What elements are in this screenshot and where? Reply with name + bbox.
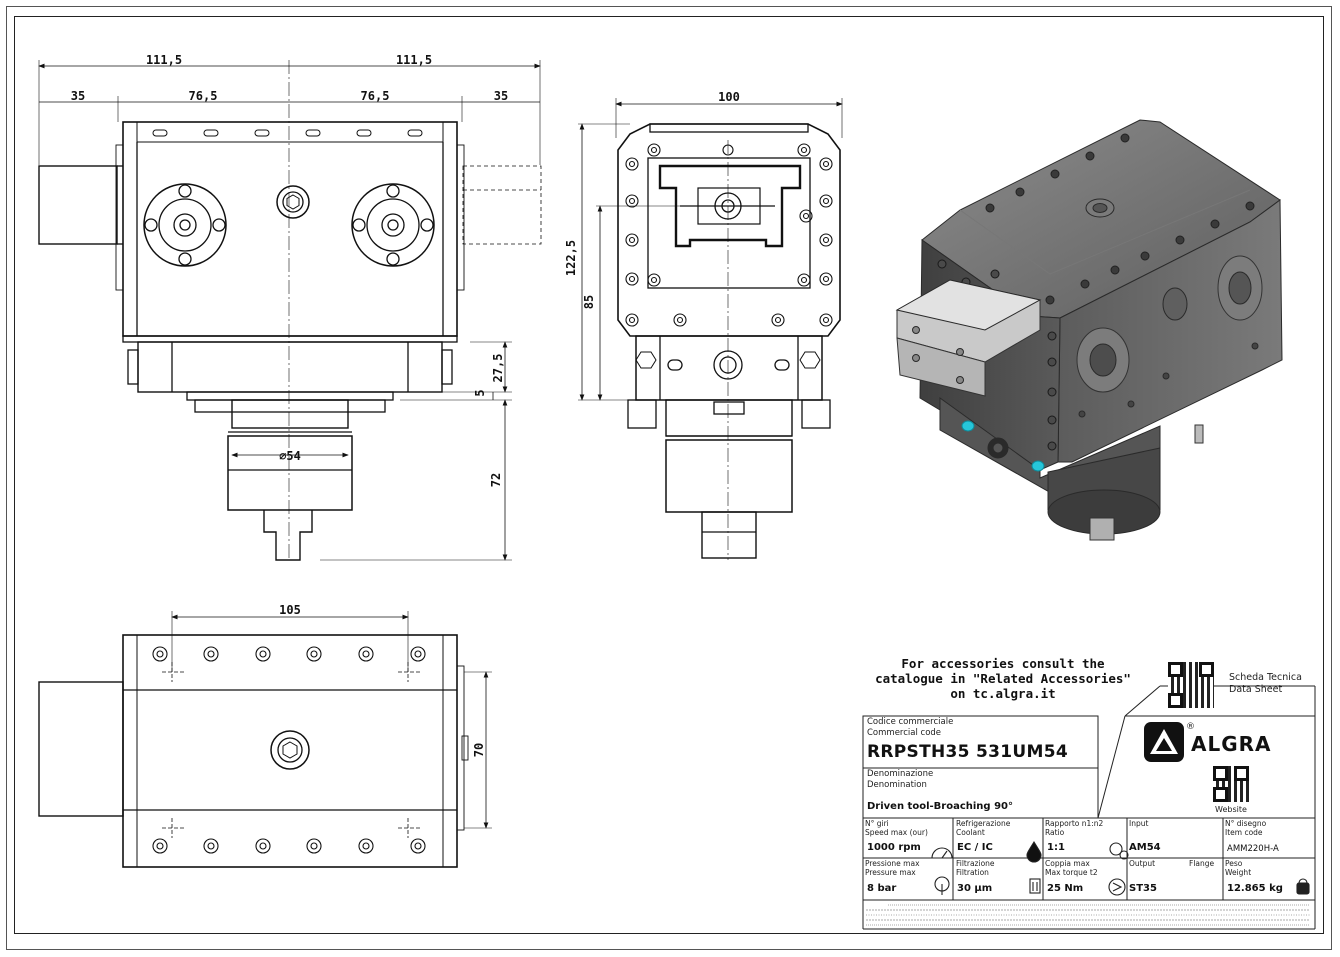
- speedometer-icon: [931, 847, 953, 859]
- note-line-1: For accessories consult the: [901, 656, 1105, 671]
- item-code-value: AMM220H-A: [1227, 844, 1279, 854]
- flange-label: Flange: [1189, 859, 1215, 868]
- filtration-label-it: Filtrazione: [956, 859, 995, 868]
- dim-111-left: 111,5: [146, 53, 182, 67]
- website-label: Website: [1215, 805, 1247, 814]
- side-view: [578, 98, 843, 560]
- ratio-label-en: Ratio: [1045, 828, 1065, 837]
- website-qr-icon[interactable]: [1213, 766, 1249, 802]
- dim-70: 70: [472, 743, 486, 757]
- speed-label-it: N° giri: [865, 819, 889, 828]
- torque-label-it: Coppia max: [1045, 859, 1090, 868]
- weight-icon: [1296, 882, 1310, 895]
- code-label-en: Commercial code: [867, 728, 942, 738]
- dim-diameter-54: ∅54: [279, 449, 301, 463]
- front-view: [38, 60, 542, 561]
- dim-105: 105: [279, 603, 301, 617]
- dim-5: 5: [473, 389, 487, 396]
- datasheet-label-en: Data Sheet: [1229, 684, 1283, 695]
- weight-value: 12.865 kg: [1227, 883, 1283, 894]
- dim-27-5: 27,5: [491, 354, 505, 383]
- dim-76-left: 76,5: [189, 89, 218, 103]
- input-label: Input: [1129, 819, 1149, 828]
- commercial-code: RRPSTH35 531UM54: [867, 742, 1068, 762]
- pressure-label-it: Pressione max: [865, 859, 920, 868]
- drawing-label-en: Item code: [1225, 828, 1263, 837]
- sheet-outer-border: [6, 6, 1332, 950]
- title-block: Scheda Tecnica Data Sheet ALGRA ® Websit…: [863, 662, 1315, 929]
- datasheet-qr-icon[interactable]: [1168, 662, 1214, 708]
- speed-label-en: Speed max (our): [865, 828, 928, 837]
- pressure-label-en: Pressure max: [865, 868, 916, 877]
- denom-label-en: Denomination: [867, 780, 927, 790]
- denom-label-it: Denominazione: [867, 769, 934, 779]
- filtration-value: 30 µm: [957, 883, 993, 894]
- torque-value: 25 Nm: [1047, 883, 1084, 894]
- note-line-3: on tc.algra.it: [950, 686, 1056, 701]
- weight-label-it: Peso: [1225, 859, 1243, 868]
- drop-icon: [1026, 840, 1042, 863]
- dim-76-right: 76,5: [361, 89, 390, 103]
- filter-icon: [1029, 878, 1041, 894]
- dim-35-left: 35: [71, 89, 85, 103]
- output-label: Output: [1129, 859, 1156, 868]
- dim-35-right: 35: [494, 89, 508, 103]
- speed-value: 1000 rpm: [867, 842, 921, 853]
- weight-label-en: Weight: [1225, 868, 1252, 877]
- accessories-note: For accessories consult the catalogue in…: [858, 656, 1148, 701]
- filtration-label-en: Filtration: [956, 868, 989, 877]
- note-line-2: catalogue in "Related Accessories": [875, 671, 1131, 686]
- input-value: AM54: [1129, 842, 1161, 853]
- ratio-value: 1:1: [1047, 842, 1065, 853]
- pressure-value: 8 bar: [867, 883, 897, 894]
- sheet-inner-border: [14, 16, 1324, 934]
- dim-72: 72: [489, 473, 503, 487]
- registered-mark: ®: [1186, 722, 1195, 732]
- ratio-label-it: Rapporto n1:n2: [1045, 819, 1104, 828]
- brand-name: ALGRA: [1191, 732, 1272, 756]
- coolant-label-it: Refrigerazione: [956, 819, 1011, 828]
- denomination: Driven tool-Broaching 90°: [867, 801, 1013, 812]
- datasheet-label-it: Scheda Tecnica: [1229, 672, 1302, 683]
- gears-icon: [1109, 842, 1123, 856]
- isometric-render: [895, 119, 1283, 541]
- dim-100: 100: [718, 90, 740, 104]
- dim-111-right: 111,5: [396, 53, 432, 67]
- torque-label-en: Max torque t2: [1045, 868, 1098, 877]
- coolant-label-en: Coolant: [956, 828, 985, 837]
- top-view: [38, 611, 492, 868]
- drawing-label-it: N° disegno: [1225, 819, 1267, 828]
- coolant-value: EC / IC: [957, 842, 993, 853]
- dim-122-5: 122,5: [564, 240, 578, 276]
- dim-85: 85: [582, 295, 596, 309]
- code-label-it: Codice commerciale: [867, 717, 954, 727]
- algra-logo-mark: [1144, 722, 1184, 762]
- output-value: ST35: [1129, 883, 1157, 894]
- torque-icon: [1108, 878, 1126, 896]
